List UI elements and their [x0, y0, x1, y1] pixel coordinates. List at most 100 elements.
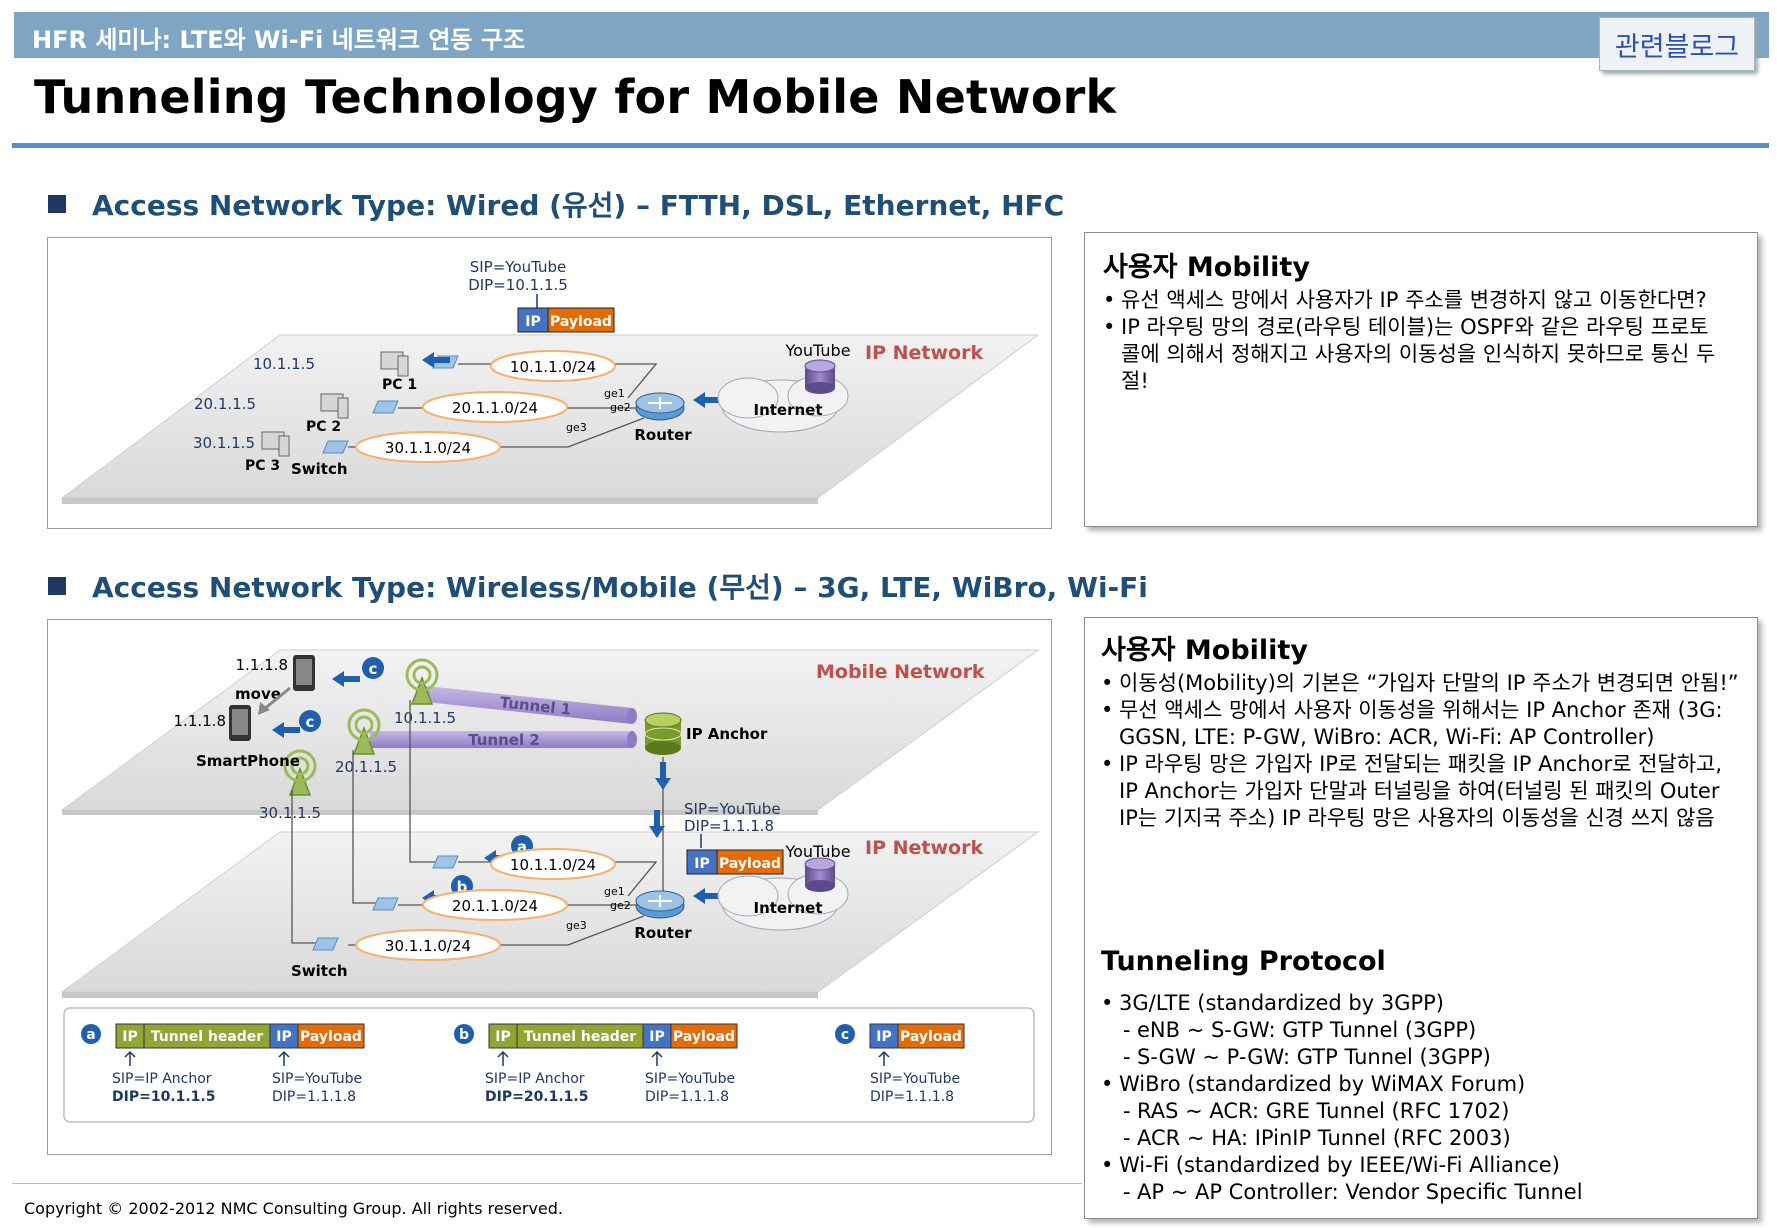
list-item: IP 라우팅 망의 경로(라우팅 테이블)는 OSPF와 같은 라우팅 프로토콜…: [1103, 314, 1723, 395]
port-ge1: ge1: [604, 885, 625, 898]
router-label: Router: [634, 426, 692, 444]
marker-c-label-1: c: [369, 660, 378, 678]
youtube-label: YouTube: [784, 341, 850, 360]
footer-divider: [12, 1183, 1082, 1184]
list-item: 3G/LTE (standardized by 3GPP): [1101, 990, 1741, 1017]
list-item: S-GW ~ P-GW: GTP Tunnel (3GPP): [1101, 1044, 1741, 1071]
title-divider: [12, 143, 1769, 148]
legend-a-outer-sip: SIP=IP Anchor: [112, 1071, 212, 1087]
related-blog-button[interactable]: 관련블로그: [1599, 17, 1755, 71]
legend-c-inner-dip: DIP=1.1.1.8: [870, 1089, 954, 1105]
list-item: WiBro (standardized by WiMAX Forum): [1101, 1071, 1741, 1098]
packet-payload-label: Payload: [719, 856, 781, 872]
smartphone-label: SmartPhone: [196, 752, 300, 770]
wireless-mobility-box: 사용자 Mobility 이동성(Mobility)의 기본은 “가입자 단말의…: [1084, 617, 1758, 1219]
legend-b-outer-dip: DIP=20.1.1.5: [485, 1089, 588, 1105]
legend-a-outer-dip: DIP=10.1.1.5: [112, 1089, 215, 1105]
legend-b-payload: [670, 1023, 738, 1049]
subnet-ellipse-2: [422, 889, 568, 921]
list-item: 유선 액세스 망에서 사용자가 IP 주소를 변경하지 않고 이동한다면?: [1103, 287, 1723, 314]
section-heading-wired: Access Network Type: Wired (유선) – FTTH, …: [48, 184, 1064, 224]
pc1-label: PC 1: [382, 377, 417, 393]
list-item: Wi-Fi (standardized by IEEE/Wi-Fi Allian…: [1101, 1152, 1741, 1179]
switch-label: Switch: [291, 460, 348, 478]
router-icon: [635, 890, 685, 919]
port-ge1: ge1: [604, 387, 625, 400]
legend-a-tunnel-label: Tunnel header: [151, 1029, 264, 1045]
base-station-ip-2: 20.1.1.5: [335, 758, 397, 776]
packet-payload-label: Payload: [550, 314, 612, 330]
tunnel-1: [426, 686, 637, 724]
list-item: AP ~ AP Controller: Vendor Specific Tunn…: [1101, 1179, 1741, 1206]
packet-ip-box: [517, 307, 549, 333]
list-item: eNB ~ S-GW: GTP Tunnel (3GPP): [1101, 1017, 1741, 1044]
subnet-label-3: 30.1.1.0/24: [385, 439, 471, 457]
wired-network-diagram: 10.1.1.0/24 20.1.1.0/24 30.1.1.0/24 10.1…: [60, 258, 1040, 504]
ip-network-label: IP Network: [865, 342, 983, 364]
legend-marker-c-icon: [835, 1024, 855, 1044]
wired-mobility-box: 사용자 Mobility 유선 액세스 망에서 사용자가 IP 주소를 변경하지…: [1084, 232, 1758, 527]
legend-b-outer-sip: SIP=IP Anchor: [485, 1071, 585, 1087]
packet-sip: SIP=YouTube: [470, 258, 567, 276]
subnet-label-2: 20.1.1.0/24: [452, 897, 538, 915]
square-bullet-icon: [48, 577, 66, 595]
wireless-box-list: 이동성(Mobility)의 기본은 “가입자 단말의 IP 주소가 변경되면 …: [1101, 670, 1741, 832]
internet-label: Internet: [753, 899, 822, 917]
legend-b-payload-label: Payload: [673, 1029, 735, 1045]
ip-anchor-database-icon: [644, 712, 682, 755]
legend-c-marker: c: [841, 1027, 849, 1043]
legend-b-inner-sip: SIP=YouTube: [645, 1071, 735, 1087]
subnet-label-1: 10.1.1.0/24: [510, 856, 596, 874]
database-icon: [804, 857, 836, 892]
tunneling-protocol-title: Tunneling Protocol: [1101, 946, 1386, 977]
wired-diagram-panel: 10.1.1.0/24 20.1.1.0/24 30.1.1.0/24 10.1…: [47, 237, 1052, 529]
packet-dip: DIP=10.1.1.5: [468, 276, 568, 294]
switch-label: Switch: [291, 962, 348, 980]
subnet-label-2: 20.1.1.0/24: [452, 399, 538, 417]
move-label: move: [235, 685, 281, 703]
youtube-label: YouTube: [784, 842, 850, 861]
tunnel2-label: Tunnel 2: [468, 731, 540, 749]
base-station-ip-3: 30.1.1.5: [259, 804, 321, 822]
port-ge2: ge2: [610, 899, 631, 912]
tunnel-2: [370, 731, 637, 748]
legend-b-inner-ip: [642, 1023, 672, 1049]
pc-icon: [261, 351, 409, 457]
legend-a-payload-label: Payload: [300, 1029, 362, 1045]
legend-b-ip2-label: IP: [649, 1029, 664, 1045]
packet-sip: SIP=YouTube: [684, 800, 781, 818]
subnet-ellipse-3: [355, 929, 501, 961]
internet-label: Internet: [753, 401, 822, 419]
square-bullet-icon: [48, 195, 66, 213]
wireless-network-diagram: Mobile Network IP Network Tunnel 1 Tunne…: [60, 649, 1040, 1123]
subnet-label-3: 30.1.1.0/24: [385, 937, 471, 955]
marker-c-icon: [299, 657, 384, 732]
legend-a-ip2-label: IP: [276, 1029, 291, 1045]
subnet-ellipse-1: [490, 848, 616, 880]
phone-ip-bottom: 1.1.1.8: [174, 712, 226, 730]
packet-payload-box: [547, 307, 615, 333]
packet-ip-label: IP: [694, 856, 709, 872]
legend-c-payload-label: Payload: [900, 1029, 962, 1045]
copyright-text: Copyright © 2002-2012 NMC Consulting Gro…: [24, 1199, 564, 1218]
tunneling-protocol-list: 3G/LTE (standardized by 3GPP) eNB ~ S-GW…: [1101, 990, 1741, 1206]
legend-b-tunnel-label: Tunnel header: [524, 1029, 637, 1045]
wireless-box-title: 사용자 Mobility: [1101, 635, 1308, 666]
wired-box-title: 사용자 Mobility: [1103, 252, 1310, 283]
packet-payload-box: [716, 849, 784, 875]
ip-network-label: IP Network: [865, 837, 983, 859]
header-banner: HFR 세미나: LTE와 Wi-Fi 네트워크 연동 구조: [14, 12, 1769, 58]
host-ip-1: 10.1.1.5: [253, 355, 315, 373]
pc3-label: PC 3: [245, 458, 280, 474]
port-ge3: ge3: [566, 421, 587, 434]
ip-anchor-label: IP Anchor: [686, 725, 768, 743]
list-item: RAS ~ ACR: GRE Tunnel (RFC 1702): [1101, 1098, 1741, 1125]
router-label: Router: [634, 924, 692, 942]
legend-a-outer-ip: [115, 1023, 145, 1049]
pc2-label: PC 2: [306, 419, 341, 435]
list-item: ACR ~ HA: IPinIP Tunnel (RFC 2003): [1101, 1125, 1741, 1152]
list-item: 이동성(Mobility)의 기본은 “가입자 단말의 IP 주소가 변경되면 …: [1101, 670, 1741, 697]
port-ge2: ge2: [610, 401, 631, 414]
section-heading-wireless: Access Network Type: Wireless/Mobile (무선…: [48, 566, 1148, 606]
subnet-ellipse-2: [422, 391, 568, 423]
